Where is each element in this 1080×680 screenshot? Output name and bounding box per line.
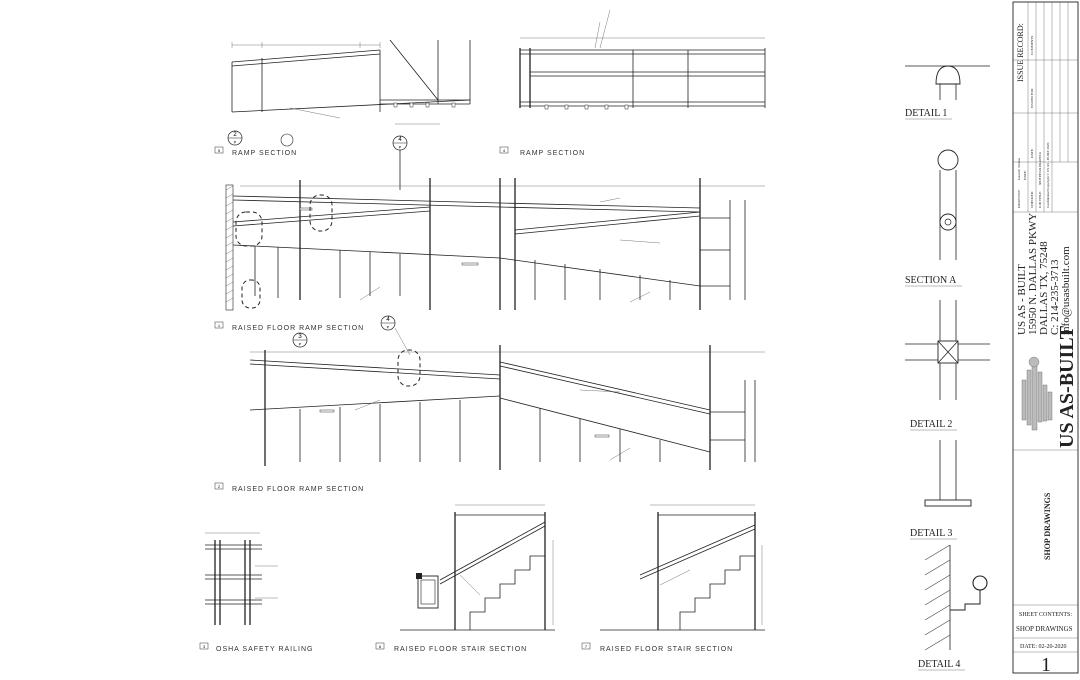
callout-3-number: 3	[298, 334, 302, 340]
sheet-number: 1	[1041, 654, 1051, 675]
section-number: 7	[585, 644, 588, 649]
section-number-box	[214, 146, 224, 154]
detail-4-drawing	[924, 544, 988, 651]
detail-3-drawing	[924, 440, 972, 507]
company-address-line-1: 15950 N. DALLAS PKWY	[1027, 213, 1039, 335]
detail-3-label: DETAIL 3	[910, 528, 952, 539]
section-a-label: SECTION A	[905, 275, 957, 286]
section-number: 5	[218, 148, 221, 153]
detail-1-drawing	[905, 65, 990, 100]
section-number-box	[214, 482, 224, 490]
issue-date: DATE: 02-20-2020	[1020, 644, 1067, 650]
company-logo-text: US AS-BUILT	[1056, 325, 1078, 448]
section-number: 1	[218, 323, 221, 328]
section-number: 4	[503, 148, 506, 153]
raised-floor-ramp-section-1	[225, 178, 765, 311]
stair-section-label-2: RAISED FLOOR STAIR SECTION	[600, 646, 733, 653]
callout-2: 2 P	[227, 130, 294, 147]
section-number-box	[499, 146, 509, 154]
company-name: US AS - BUILT	[1016, 264, 1028, 335]
callout-4-number: 4	[398, 137, 402, 143]
company-phone: C: 214-235-3713	[1049, 259, 1061, 335]
sheet-contents-label: SHEET CONTENTS:	[1019, 612, 1072, 618]
job-title-value: SHOP DETAIL DRAWINGS	[1039, 151, 1042, 185]
ramp-section-left	[231, 39, 471, 125]
sheet-contents-value: SHOP DRAWINGS	[1016, 625, 1073, 633]
issue-date-header: DATE:	[1030, 148, 1034, 158]
issued-for-header: ISSUED FOR:	[1030, 88, 1034, 108]
title-block	[1012, 1, 1079, 674]
drawing-type: SHOP DRAWINGS	[1043, 492, 1052, 560]
callout-4b-number: 4	[386, 317, 390, 323]
callout-2-number: 2	[233, 132, 237, 138]
job-title-label: JOB TITLE:	[1038, 191, 1042, 208]
callout-4b-sheet: P	[387, 325, 390, 330]
raised-floor-stair-section-1	[400, 504, 555, 631]
section-number: 6	[379, 644, 382, 649]
callout-4-top: 4 P	[392, 135, 408, 190]
callout-3: 3 P	[292, 332, 308, 348]
raised-floor-stair-section-2	[600, 504, 765, 631]
osha-safety-railing	[205, 532, 278, 625]
section-a-drawing	[937, 149, 959, 260]
section-number: 2	[218, 484, 221, 489]
detail-1-label: DETAIL 1	[905, 108, 947, 119]
checked-label: CHECKED:	[1030, 191, 1034, 208]
drawn-by-value: Jason R. Welton	[1017, 158, 1021, 180]
ramp-section-label: RAMP SECTION	[232, 150, 297, 157]
date-label: DATE:	[1023, 170, 1027, 180]
callout-4-sheet: P	[399, 145, 402, 150]
callout-2-sheet: P	[234, 140, 237, 145]
section-number-box	[375, 642, 385, 650]
section-number: 3	[203, 644, 206, 649]
raised-floor-ramp-label-1: RAISED FLOOR RAMP SECTION	[232, 325, 364, 332]
comments-header: COMMENTS:	[1030, 35, 1034, 55]
callout-3-sheet: P	[299, 342, 302, 347]
company-email: info@usasbuilt.com	[1060, 246, 1072, 335]
raised-floor-ramp-label-2: RAISED FLOOR RAMP SECTION	[232, 486, 364, 493]
company-logo: US AS-BUILT	[1021, 325, 1078, 448]
detail-4-label: DETAIL 4	[918, 659, 960, 670]
detail-callout-ellipses	[235, 194, 333, 309]
raised-floor-ramp-section-2	[249, 345, 765, 470]
osha-label: OSHA SAFETY RAILING	[216, 646, 313, 653]
callout-4-mid: 4 P	[380, 315, 411, 356]
company-address-line-2: DALLAS TX, 75248	[1038, 241, 1050, 335]
drawn-by-label: DRAWN BY:	[1017, 189, 1021, 208]
ramp-section-label-right: RAMP SECTION	[520, 150, 585, 157]
section-number-box	[214, 321, 224, 329]
stair-section-label-1: RAISED FLOOR STAIR SECTION	[394, 646, 527, 653]
detail-2-label: DETAIL 2	[910, 419, 952, 430]
section-number-box	[581, 642, 591, 650]
copyright-text: Confidential/Copyright © US AS - BUILT 2…	[1045, 142, 1050, 208]
ramp-section-right	[519, 9, 766, 110]
issue-record-title: ISSUE RECORD:	[1016, 23, 1025, 82]
section-number-box	[199, 642, 209, 650]
detail-2-drawing	[905, 300, 990, 400]
